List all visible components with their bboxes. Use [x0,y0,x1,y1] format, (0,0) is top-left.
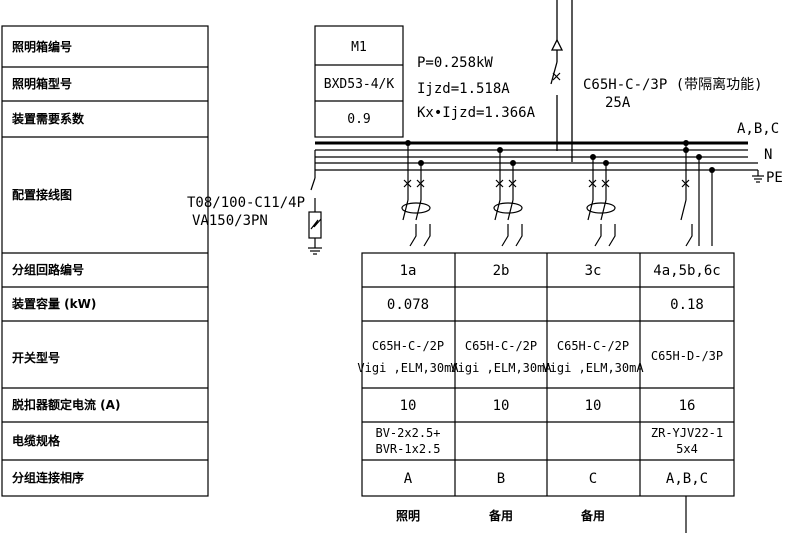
circuit-1-cable-line1: BV-2x2.5+ [375,426,440,440]
circuit-4-cable-line2: 5x4 [676,442,698,456]
circuit-3-usage: 备用 [580,508,605,523]
spd-rating: VA150/3PN [192,213,268,229]
circuit-2-switch-rcd: Vigi ,ELM,30mA [450,361,552,375]
circuit-1-switch-model: C65H-C-/2P [372,339,444,353]
circuit-1-usage: 照明 [396,508,420,523]
circuit-1-id: 1a [400,263,417,279]
circuit-2-trip-current: 10 [493,398,510,414]
circuit-1-phase: A [404,471,413,487]
circuit-4-cable-line1: ZR-YJV22-1 [651,426,723,440]
load-adjusted-current: Kx•Ijzd=1.366A [417,105,536,121]
circuit-2-usage: 备用 [488,508,513,523]
spd-model: T08/100-C11/4P [187,195,305,211]
branch-1a [401,140,431,247]
circuit-3-switch-model: C65H-C-/2P [557,339,629,353]
circuit-4-capacity: 0.18 [670,297,704,313]
load-current: Ijzd=1.518A [417,81,510,97]
label-panel-model: 照明箱型号 [12,76,72,91]
circuit-table [361,252,735,533]
label-circuit-id: 分组回路编号 [12,262,84,277]
circuit-4-switch-model: C65H-D-/3P [651,349,723,363]
circuit-2-switch-model: C65H-C-/2P [465,339,537,353]
main-breaker-model: C65H-C-/3P (带隔离功能) [583,76,763,93]
circuit-1-capacity: 0.078 [387,297,429,313]
panel-model: BXD53-4/K [324,77,395,92]
label-wiring-diagram: 配置接线图 [12,187,72,202]
label-column [1,25,209,497]
bus-neutral-label: N [764,147,772,163]
earth-symbol [752,170,764,183]
surge-protector [308,150,322,255]
circuit-4-trip-current: 16 [679,398,696,414]
panel-id: M1 [351,40,367,55]
label-demand-factor: 装置需要系数 [11,111,85,126]
bus-earth-label: PE [766,170,783,186]
label-phase-sequence: 分组连接相序 [12,470,84,485]
circuit-2-phase: B [497,471,505,487]
branch-4a5b6c [680,140,715,247]
branch-2b [493,147,523,247]
circuit-1-trip-current: 10 [400,398,417,414]
bus-bars [315,141,758,171]
panel-box [314,25,404,138]
circuit-1-switch-rcd: Vigi ,ELM,30mA [357,361,459,375]
circuit-2-id: 2b [493,263,510,279]
main-breaker-rating: 25A [605,95,631,111]
circuit-3-switch-rcd: Vigi ,ELM,30mA [542,361,644,375]
label-panel-id: 照明箱编号 [12,39,72,54]
circuit-4-id: 4a,5b,6c [653,263,720,279]
circuit-3-id: 3c [585,263,602,279]
label-capacity: 装置容量 (kW) [11,296,96,311]
circuit-4-phase: A,B,C [666,471,708,487]
label-trip-current: 脱扣器额定电流 (A) [12,397,120,412]
branch-3c [586,154,616,247]
label-cable-spec: 电缆规格 [12,433,61,448]
label-switch-model: 开关型号 [12,350,60,365]
main-breaker-marks [552,72,561,81]
load-power: P=0.258kW [417,55,493,71]
circuit-1-cable-line2: BVR-1x2.5 [375,442,440,456]
circuit-3-phase: C [589,471,597,487]
incoming-feeder [550,0,573,162]
bus-phase-label: A,B,C [737,121,779,137]
panel-demand-factor: 0.9 [347,112,370,127]
circuit-3-trip-current: 10 [585,398,602,414]
